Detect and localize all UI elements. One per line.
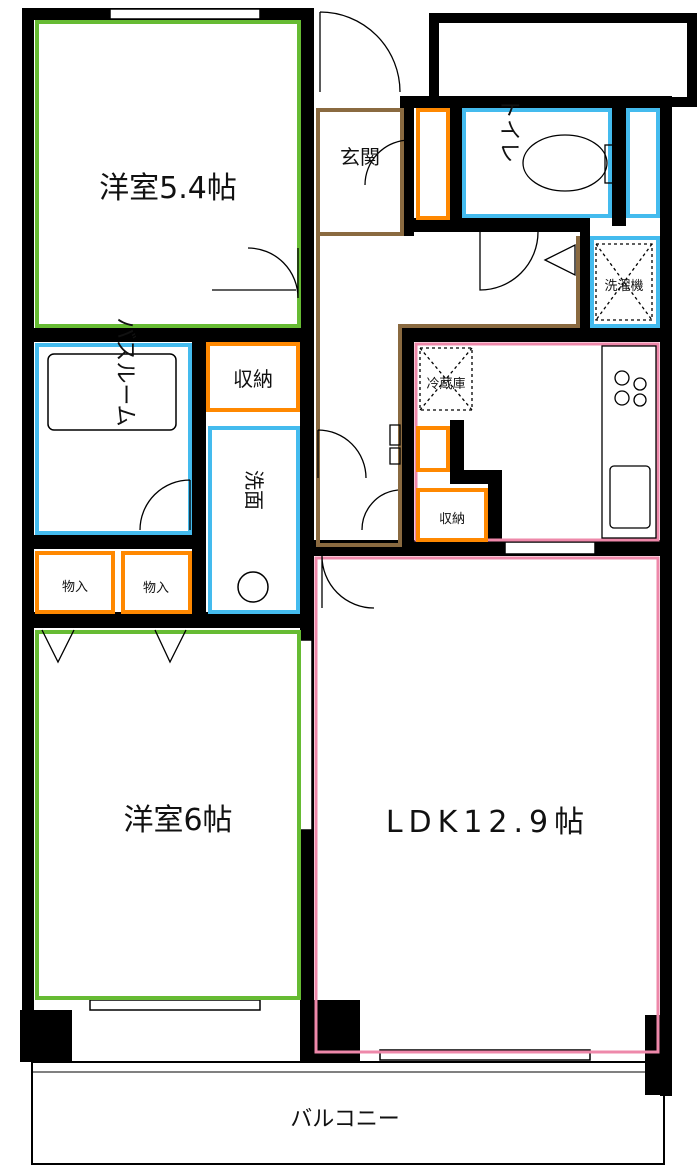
toilet-bowl: [522, 134, 608, 192]
kitchen-storage: [416, 488, 488, 542]
kitchen-small-storage: [416, 426, 450, 472]
closet-2: [121, 551, 192, 614]
stove-burner-icon: [614, 370, 630, 386]
entrance-area: [316, 108, 404, 236]
balcony-label: バルコニー: [290, 1107, 400, 1132]
washroom: [208, 426, 300, 614]
washing-machine-label: 洗濯機: [604, 279, 643, 294]
toilet-room: [462, 108, 612, 218]
hall-storage-label: 収納: [233, 367, 273, 391]
bathtub: [47, 353, 177, 431]
ldk-label: LDK12.9帖: [386, 805, 590, 840]
stove-burner-icon: [614, 390, 630, 406]
entrance-label: 玄関: [340, 145, 380, 169]
wash-basin: [237, 571, 269, 603]
refrigerator-label: 冷蔵庫: [426, 377, 465, 392]
outdoor-space: [429, 13, 697, 107]
ldk: [314, 556, 660, 1054]
fixtures: [41, 11, 657, 664]
kitchen-storage-label: 収納: [439, 512, 465, 527]
stove-burner-icon: [633, 393, 647, 407]
washing-machine-space: [590, 236, 660, 328]
closet-1: [35, 551, 115, 614]
windows: [89, 8, 596, 1061]
balcony: [31, 1061, 665, 1165]
shoe-storage: [416, 108, 450, 220]
toilet-label: トイレ: [496, 97, 521, 163]
western-room-2-label: 洋室6帖: [123, 803, 232, 838]
stove-burner-icon: [633, 377, 647, 391]
bathroom-label: バスルーム: [112, 317, 137, 426]
hall-storage: [206, 342, 300, 412]
washroom-label: 洗面: [242, 470, 266, 510]
western-room-1: [35, 20, 301, 328]
western-room-1-label: 洋室5.4帖: [99, 171, 237, 206]
closet-1-label: 物入: [62, 580, 88, 595]
bathroom: [35, 343, 192, 535]
refrigerator-space: [419, 347, 473, 411]
closet-2-label: 物入: [143, 581, 169, 596]
toilet-side: [626, 108, 660, 218]
western-room-2: [35, 630, 301, 1000]
sink: [609, 465, 651, 529]
